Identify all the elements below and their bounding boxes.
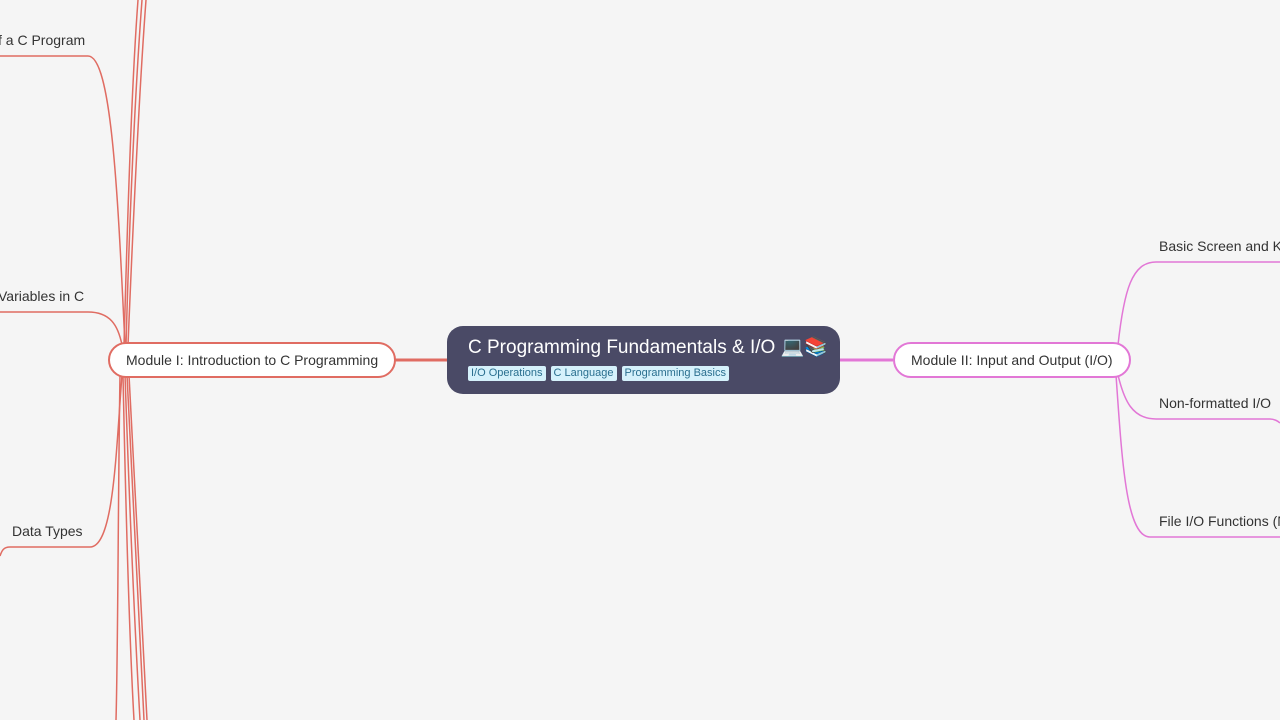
leaf-file-io-functions[interactable]: File I/O Functions (N <box>1159 513 1280 529</box>
connector-left-offscreen-bottom-1 <box>115 374 121 720</box>
branch-node-module-2-label: Module II: Input and Output (I/O) <box>911 352 1113 368</box>
connector-left-child-3 <box>0 374 123 557</box>
connector-right-child-3 <box>1115 374 1280 538</box>
connector-left-offscreen-top-2 <box>125 0 143 346</box>
connector-left-offscreen-bottom-2 <box>122 374 135 720</box>
connector-left-offscreen-top-3 <box>127 0 147 346</box>
tag-c-language[interactable]: C Language <box>550 366 617 381</box>
leaf-non-formatted-io[interactable]: Non-formatted I/O <box>1159 395 1272 411</box>
leaf-data-types[interactable]: Data Types <box>12 523 83 539</box>
connector-left-offscreen-bottom-5 <box>128 374 148 720</box>
connector-left-child-2 <box>0 311 123 346</box>
leaf-basic-screen-keyboard[interactable]: Basic Screen and Ke <box>1159 238 1280 254</box>
connector-left-child-1 <box>0 55 126 346</box>
connector-left-offscreen-bottom-3 <box>124 374 141 720</box>
connector-right-child-1 <box>1117 261 1280 346</box>
root-node[interactable]: C Programming Fundamentals & I/O 💻📚 I/O … <box>447 326 840 394</box>
connector-right-child-2 <box>1117 374 1280 424</box>
tag-programming-basics[interactable]: Programming Basics <box>621 366 729 381</box>
branch-node-module-2[interactable]: Module II: Input and Output (I/O) <box>893 342 1131 378</box>
branch-node-module-1-label: Module I: Introduction to C Programming <box>126 352 379 368</box>
connector-left-offscreen-top-1 <box>123 0 139 346</box>
connector-left-offscreen-bottom-4 <box>126 374 145 720</box>
tag-io-operations[interactable]: I/O Operations <box>468 366 546 381</box>
root-title: C Programming Fundamentals & I/O 💻📚 <box>468 337 828 358</box>
leaf-structure-of-c-program[interactable]: f a C Program <box>0 32 86 48</box>
root-tags: I/O Operations C Language Programming Ba… <box>468 366 820 381</box>
leaf-variables-in-c[interactable]: Variables in C <box>0 288 85 304</box>
branch-node-module-1[interactable]: Module I: Introduction to C Programming <box>108 342 397 378</box>
